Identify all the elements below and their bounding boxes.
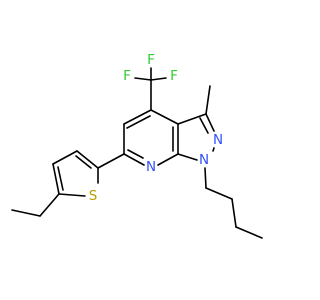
bond-c6-n7 bbox=[123, 153, 145, 166]
atom-n7: N bbox=[146, 159, 156, 175]
bond-butyl-c2-c3 bbox=[231, 198, 237, 228]
bond-c3-n2-double bbox=[199, 117, 209, 134]
bond-butyl-c3-c4 bbox=[235, 226, 263, 239]
bond-thiophene-c5-s bbox=[58, 193, 86, 197]
bond-thiophene-c2-c3-double bbox=[75, 155, 92, 169]
bond-c3a-c4 bbox=[150, 109, 179, 125]
bond-butyl-c1-c2 bbox=[205, 187, 233, 200]
bond-c3-n2 bbox=[205, 113, 215, 132]
bond-ethyl-c1-c2 bbox=[11, 209, 41, 217]
bond-n7-c7a bbox=[157, 153, 179, 166]
bond-c3-methyl bbox=[205, 85, 211, 115]
bond-thiophene-c4-c5 bbox=[52, 163, 60, 195]
bond-n1-c7a bbox=[177, 153, 198, 161]
bond-c4-c5-double bbox=[126, 115, 151, 129]
atom-f-right: F bbox=[170, 68, 178, 84]
bond-ccf3-f-right bbox=[150, 77, 167, 81]
bond-lines bbox=[11, 67, 263, 239]
bond-c6-thiophene-c2 bbox=[97, 153, 125, 169]
bond-ccf3-f-left bbox=[134, 77, 152, 81]
atom-f-top: F bbox=[147, 52, 155, 68]
bond-c3a-c3 bbox=[177, 113, 207, 125]
atom-n2: N bbox=[213, 132, 223, 148]
molecule-structure: F F F N N N S bbox=[11, 52, 263, 239]
bond-thiophene-c2-c3 bbox=[76, 150, 99, 169]
atom-n1: N bbox=[199, 152, 209, 168]
atom-s: S bbox=[89, 188, 98, 204]
atom-f-left: F bbox=[123, 68, 131, 84]
bond-thiophene-c3-c4 bbox=[52, 150, 78, 165]
bond-c4-c5 bbox=[123, 109, 152, 125]
bond-thiophene-c5-ethyl-c1 bbox=[39, 193, 60, 217]
bond-thiophene-c4-c5-double bbox=[57, 166, 64, 191]
bond-n1-butyl-c1 bbox=[204, 167, 207, 189]
atom-labels: F F F N N N S bbox=[89, 52, 223, 204]
bond-c6-n7-double bbox=[127, 149, 144, 159]
bond-n2-n1 bbox=[212, 147, 215, 152]
